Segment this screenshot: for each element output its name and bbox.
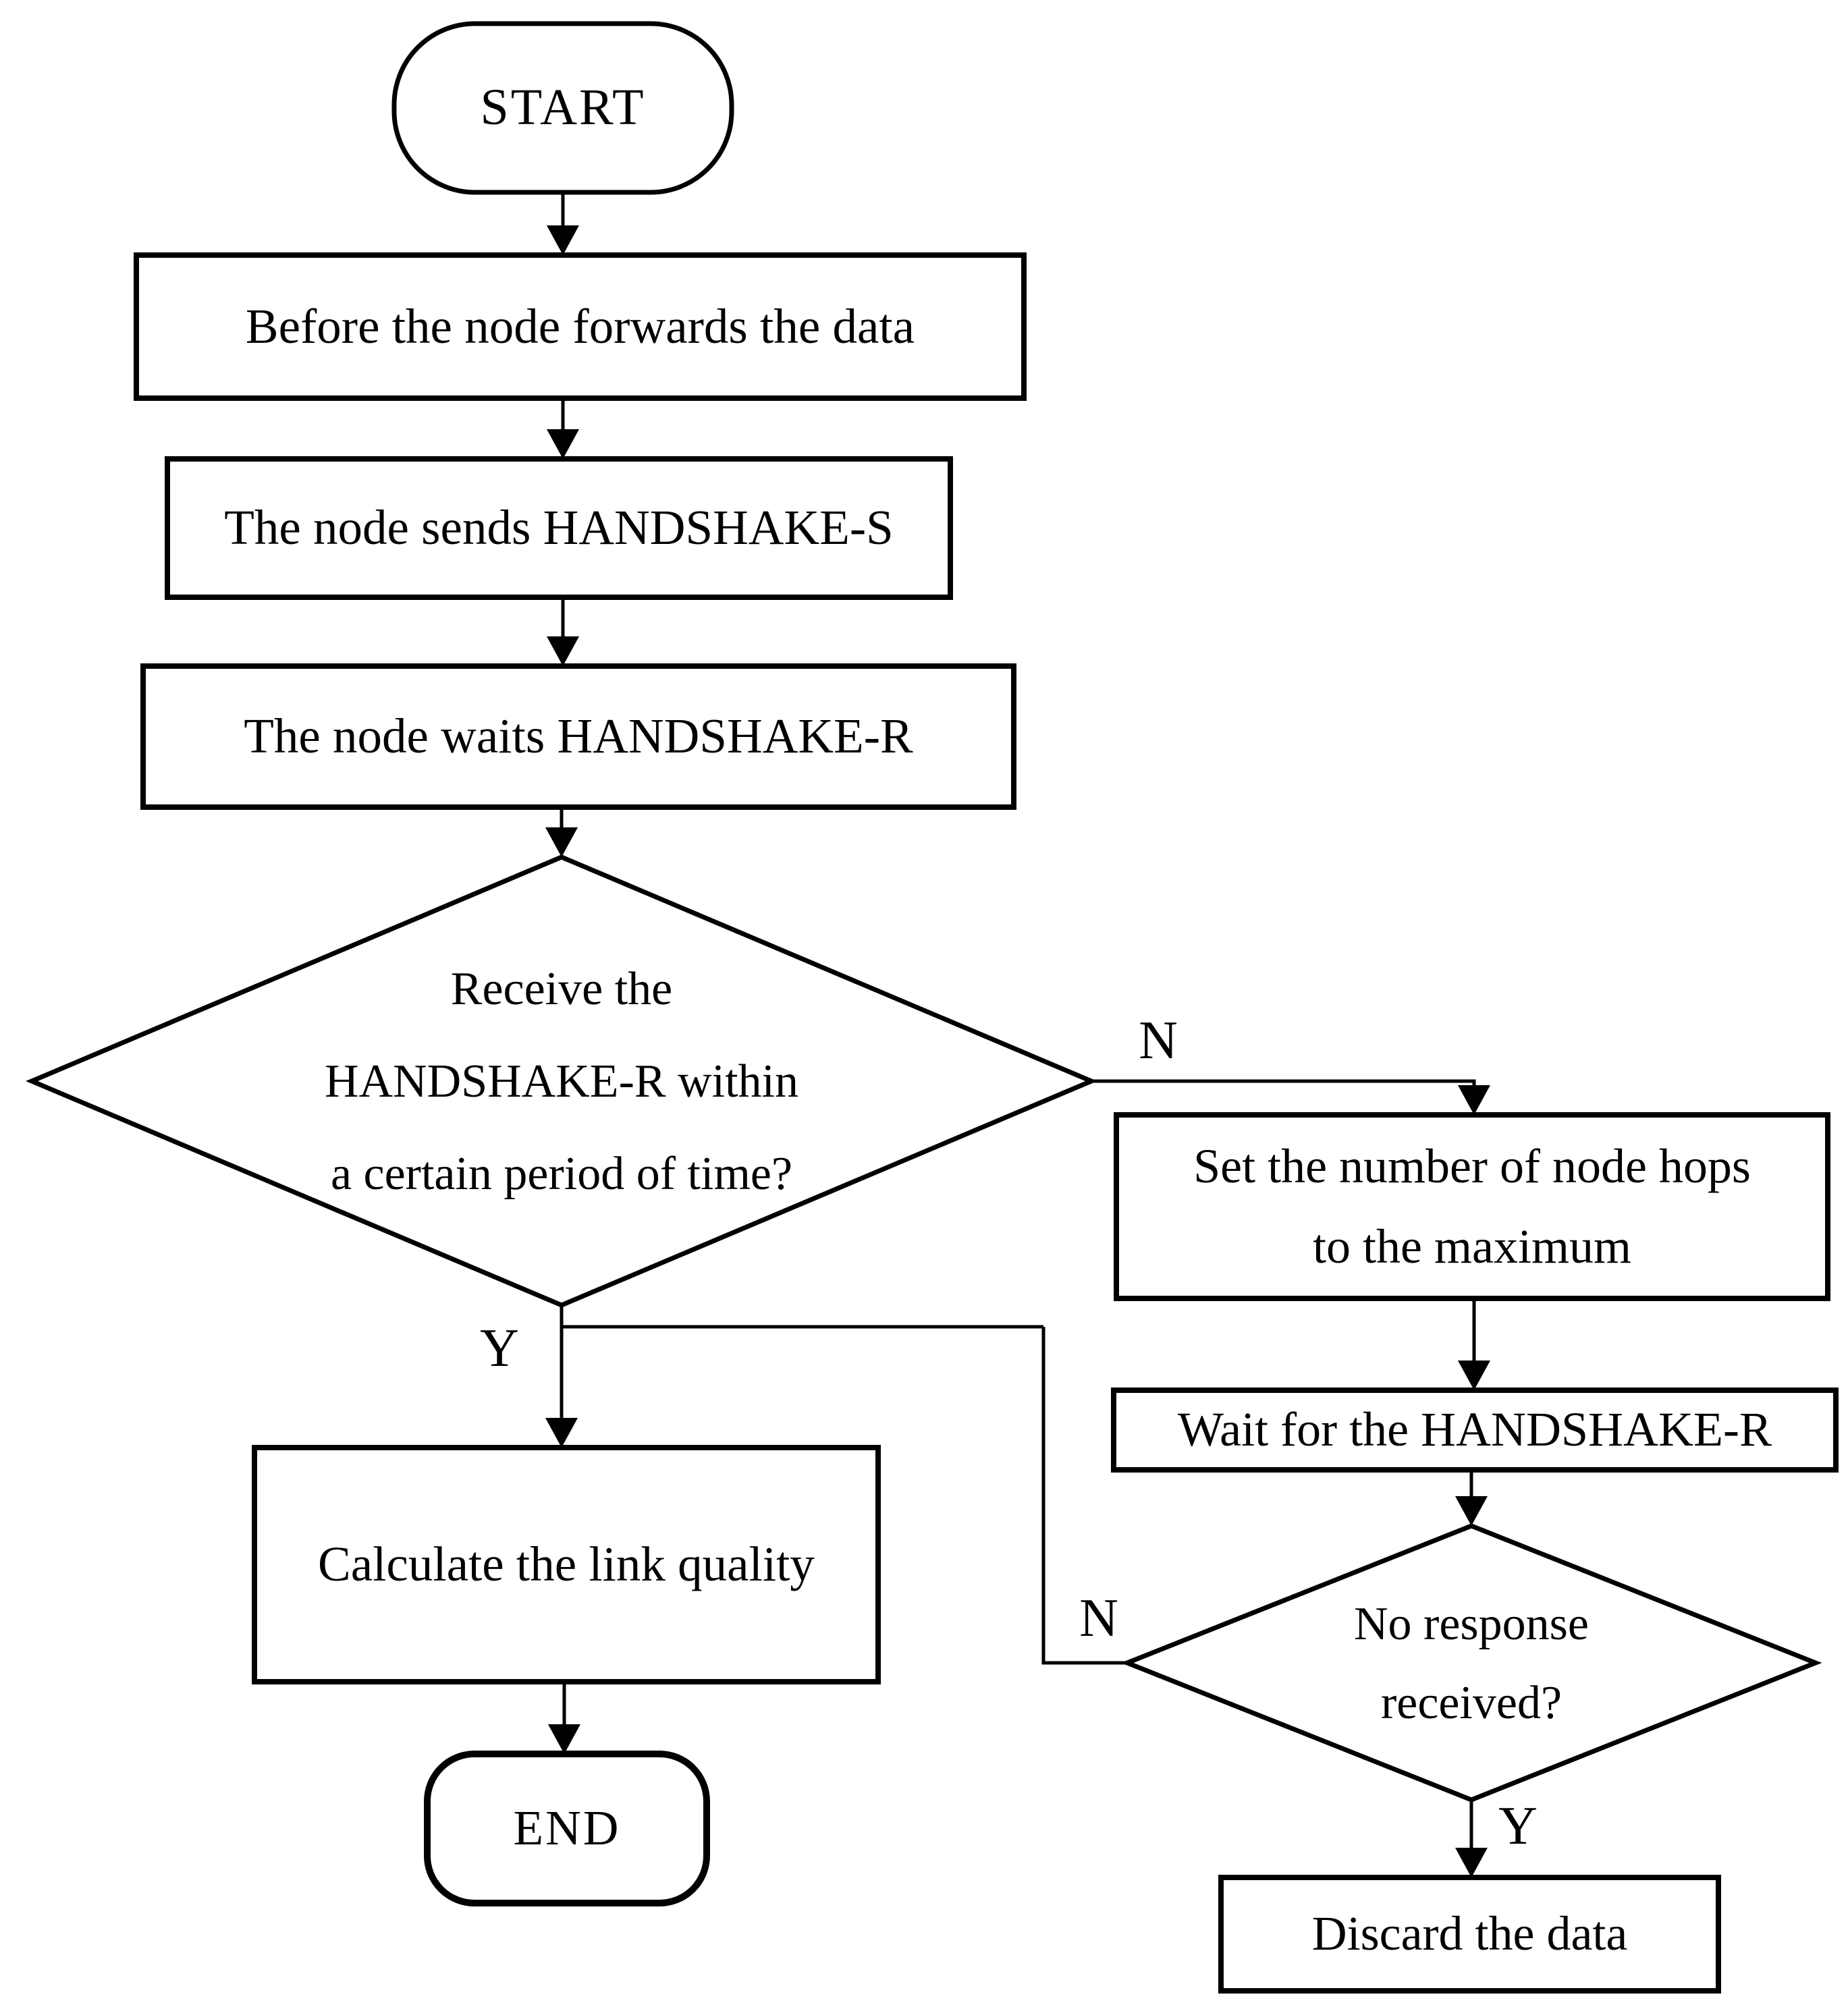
arrowhead-into-calc xyxy=(545,1418,578,1448)
arrowhead-into-discard xyxy=(1455,1848,1488,1877)
arrowhead-into-end xyxy=(548,1724,580,1754)
start-terminal-shape xyxy=(391,21,734,195)
arrowhead-into-decision1 xyxy=(545,827,578,857)
process-send-handshake-shape xyxy=(165,456,953,600)
arrowhead-into-send xyxy=(547,429,579,459)
arrowhead-into-sethops xyxy=(1458,1085,1490,1115)
end-terminal-shape xyxy=(424,1751,710,1906)
arrowhead-into-wait xyxy=(547,636,579,666)
arrowhead-into-before xyxy=(547,225,579,255)
decision-no-response-shape xyxy=(1120,1523,1822,1803)
process-wait-handshake2-shape xyxy=(1111,1388,1839,1473)
arrowhead-into-decision2 xyxy=(1455,1496,1488,1526)
process-before-forward-shape xyxy=(134,252,1027,401)
process-discard-shape xyxy=(1218,1875,1721,1994)
arrowhead-into-wait2 xyxy=(1458,1361,1490,1390)
process-calculate-shape xyxy=(252,1445,881,1684)
edge-decision1-no-branch xyxy=(1091,1079,1476,1087)
process-set-hops-shape xyxy=(1114,1112,1830,1301)
process-wait-handshake-shape xyxy=(140,663,1016,810)
edge-decision2-no-loop xyxy=(1041,1327,1127,1665)
decision-receive-handshake-shape xyxy=(26,854,1097,1308)
